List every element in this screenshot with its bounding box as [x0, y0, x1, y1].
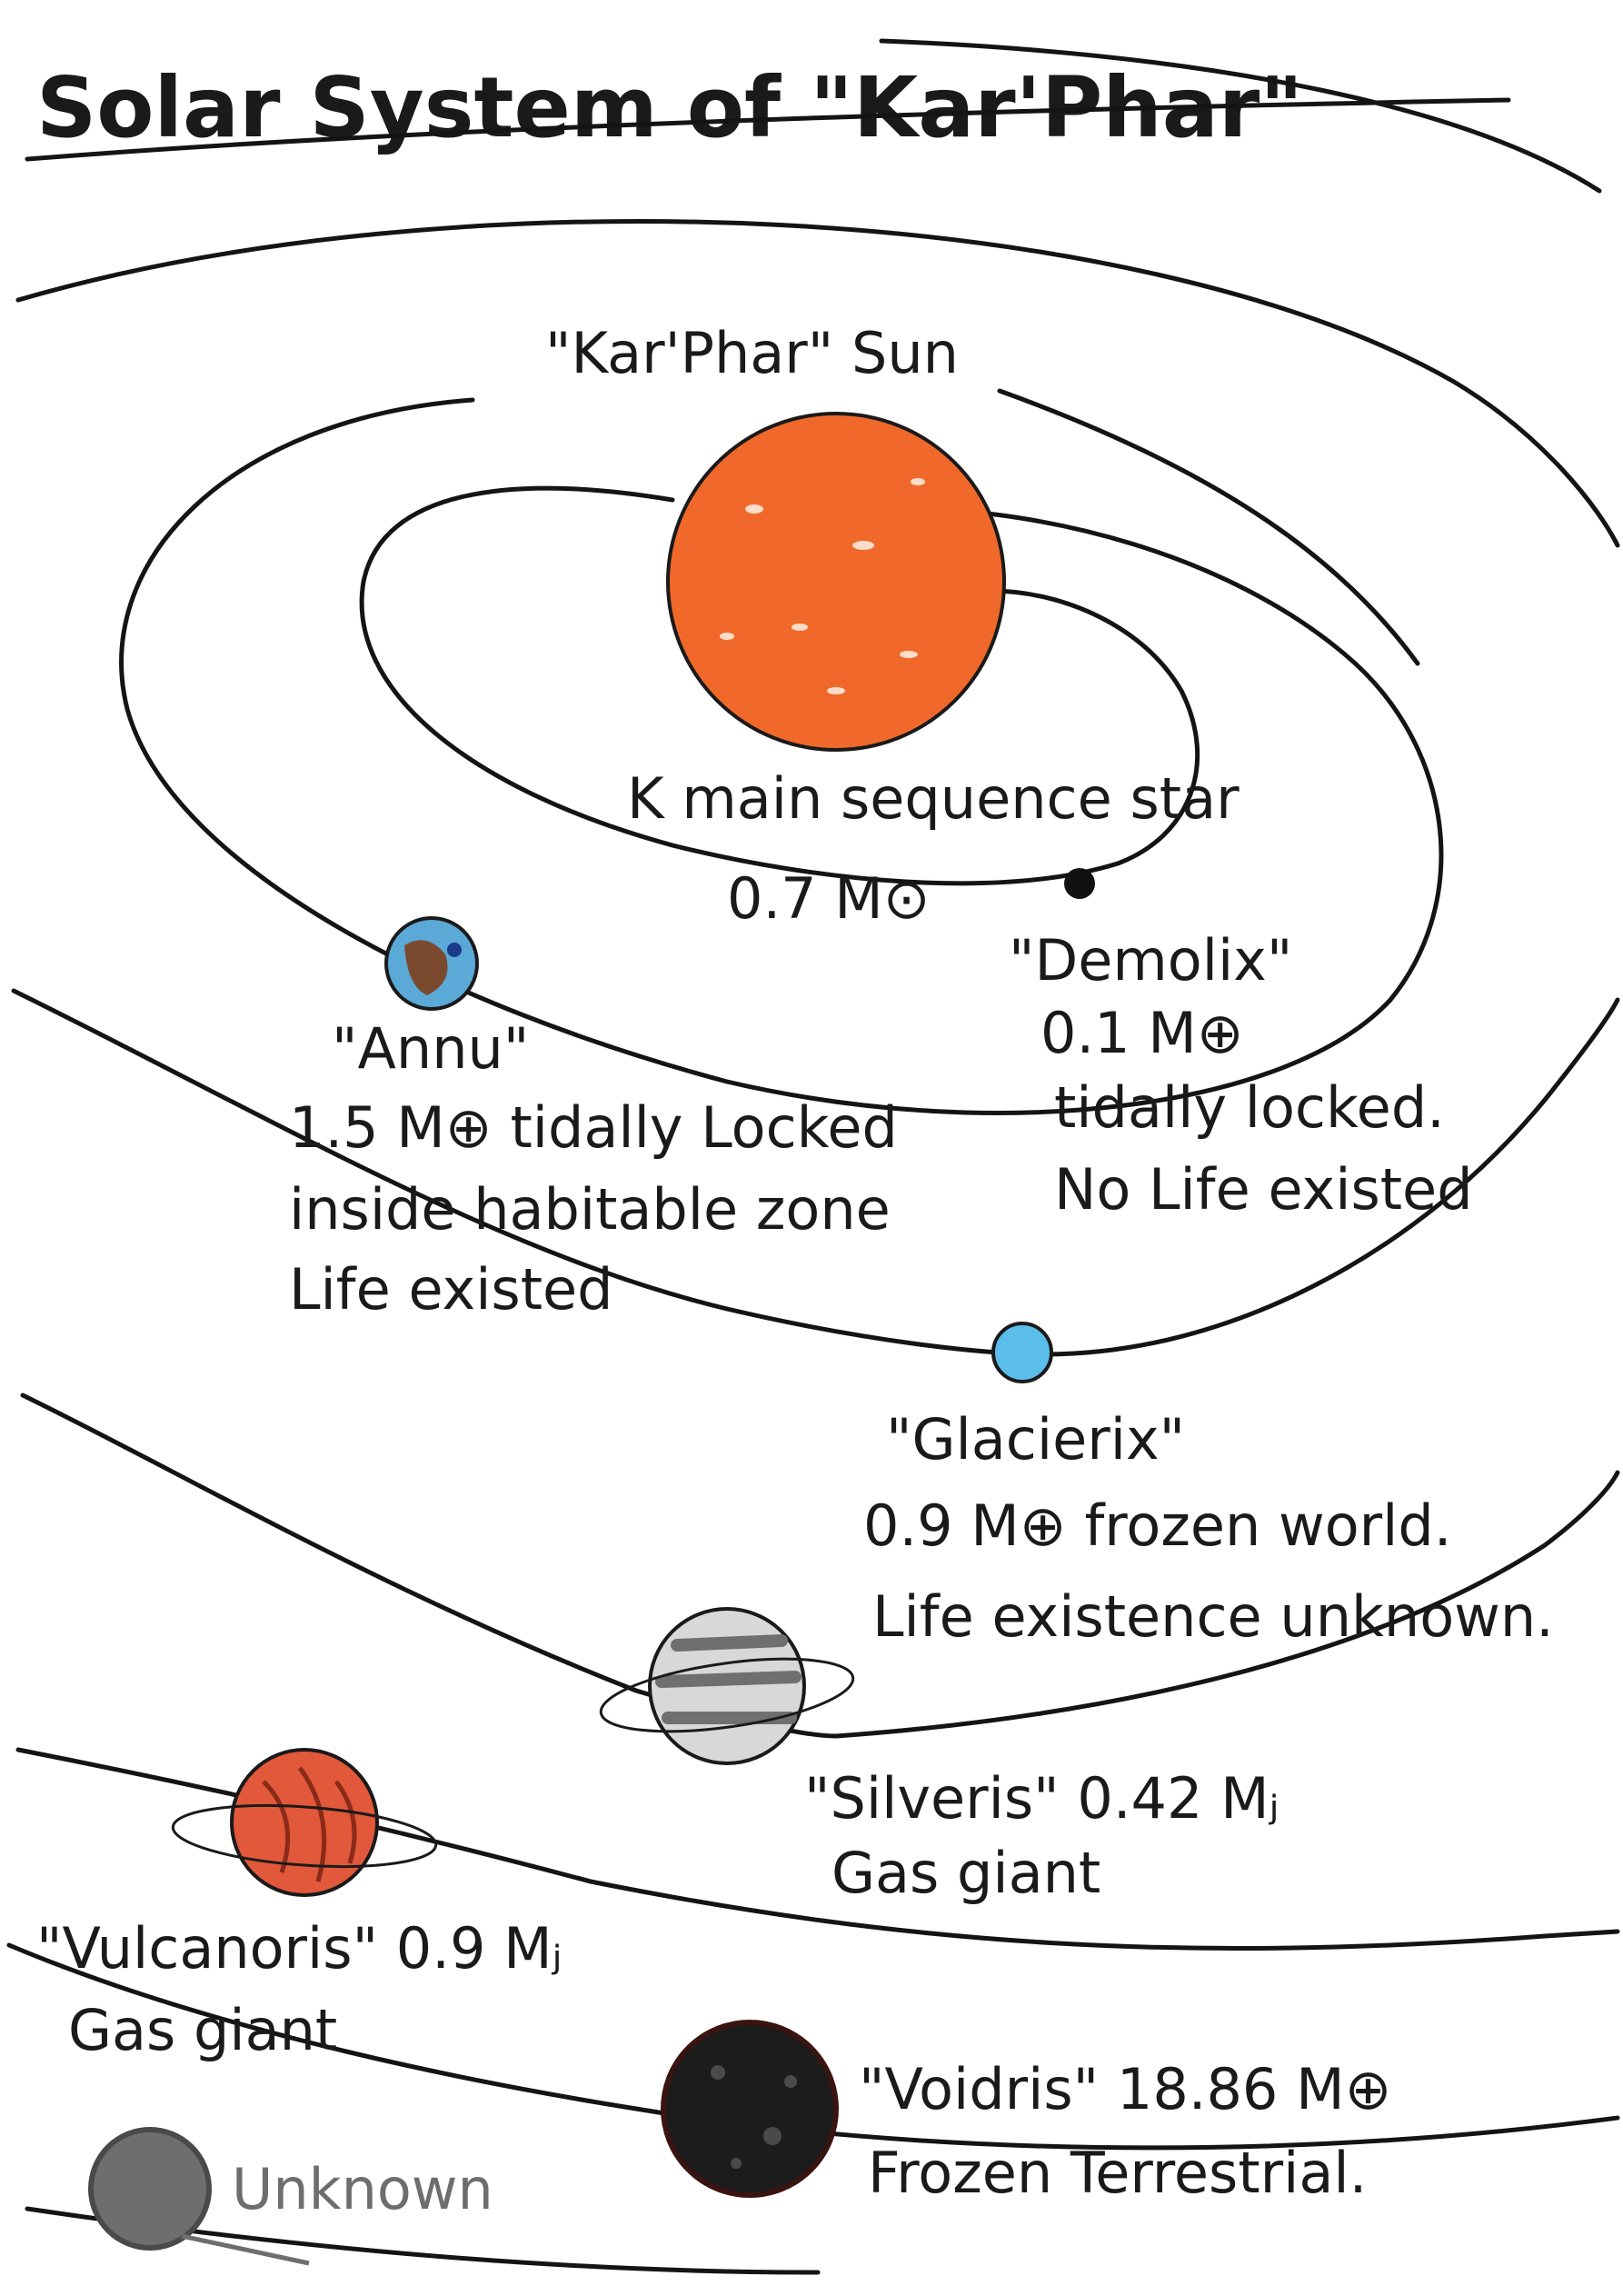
annu-continent: [404, 940, 448, 995]
glacierix-name: "Glacierix": [886, 1406, 1185, 1472]
sun-mass: 0.7 M⊙: [727, 865, 931, 932]
unknown-legend-label: Unknown: [232, 2156, 493, 2222]
orbit-line: [359, 485, 1200, 886]
glacierix-icon: [991, 1322, 1053, 1383]
voidris-name: "Voidris" 18.86 M⊕: [859, 2056, 1392, 2122]
title-underline: [25, 97, 1511, 162]
voidris-icon: [661, 2020, 839, 2198]
silveris-name: "Silveris" 0.42 Mⱼ: [804, 1765, 1279, 1832]
demolix-mass: 0.1 M⊕: [1041, 1000, 1244, 1066]
demolix-detail: tidally locked.: [1054, 1074, 1445, 1141]
voidris-type: Frozen Terrestrial.: [868, 2140, 1367, 2206]
vulcanoris-type: Gas giant: [68, 1997, 337, 2063]
orbit-line: [15, 219, 1620, 548]
glacierix-mass: 0.9 M⊕ frozen world.: [863, 1492, 1451, 1559]
demolix-icon: [1064, 868, 1095, 899]
demolix-life: No Life existed: [1054, 1156, 1473, 1223]
vulcanoris-name: "Vulcanoris" 0.9 Mⱼ: [36, 1915, 562, 1982]
annu-spot: [447, 943, 462, 957]
demolix-name: "Demolix": [1009, 927, 1292, 993]
silveris-ring: [599, 1657, 855, 1733]
orbit-line: [879, 38, 1602, 194]
sun-icon: [666, 412, 1006, 752]
sun-texture: [720, 478, 925, 694]
orbit-line: [119, 397, 1444, 1115]
orbit-line: [997, 388, 1420, 666]
vulcanoris-bands: [262, 1766, 357, 1882]
sun-name: "Kar'Phar" Sun: [545, 320, 959, 386]
annu-name: "Annu": [332, 1015, 529, 1082]
unknown-legend-tail: [181, 2233, 310, 2266]
sun-type: K main sequence star: [627, 765, 1240, 832]
vulcanoris-ring: [171, 1804, 438, 1868]
voidris-texture: [711, 2065, 797, 2169]
annu-mass: 1.5 M⊕ tidally Locked: [289, 1094, 898, 1161]
glacierix-life: Life existence unknown.: [872, 1583, 1554, 1650]
orbit-line: [11, 988, 1620, 1357]
annu-zone: inside habitable zone: [289, 1176, 891, 1243]
silveris-bands: [655, 1634, 802, 1724]
orbit-line: [20, 1393, 1620, 1739]
annu-life: Life existed: [289, 1256, 613, 1323]
unknown-legend-icon: [88, 2127, 212, 2251]
silveris-type: Gas giant: [831, 1840, 1100, 1906]
